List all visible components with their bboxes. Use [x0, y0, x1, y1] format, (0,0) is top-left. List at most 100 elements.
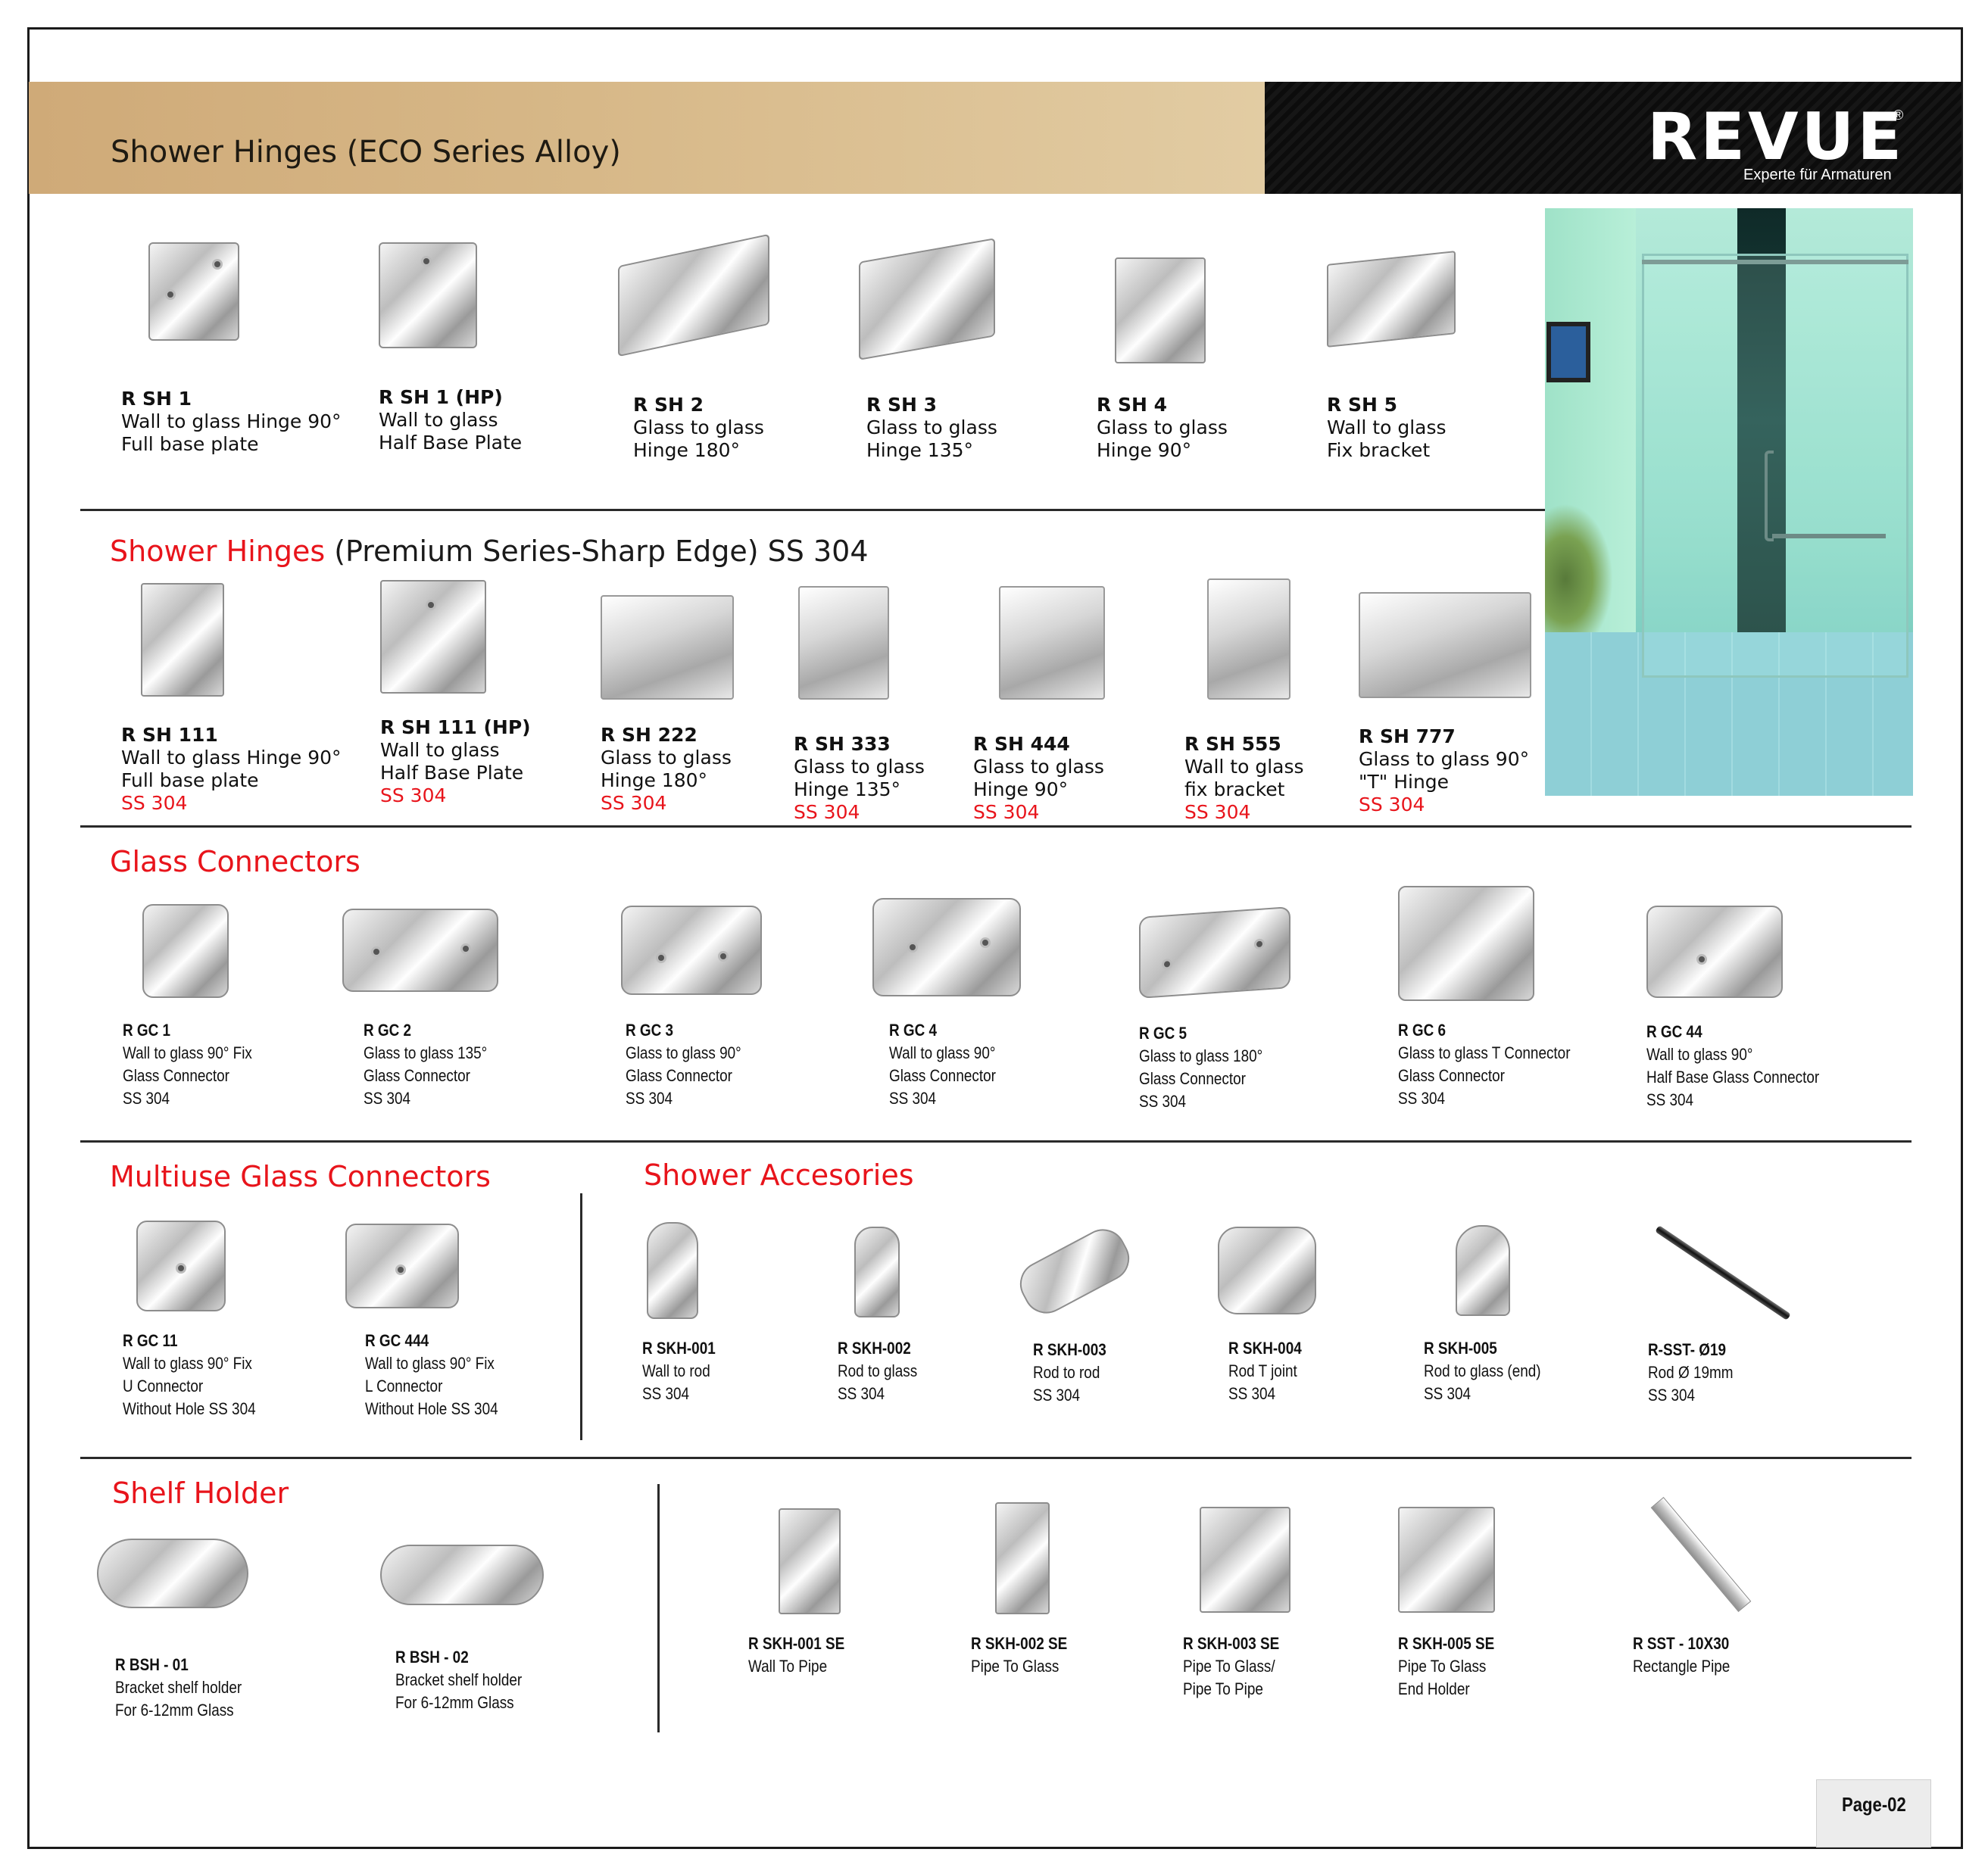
- product-desc: Rod to glass (end): [1424, 1361, 1541, 1380]
- product-desc: Glass to glass 180°: [1139, 1046, 1263, 1065]
- product-desc: End Holder: [1398, 1679, 1470, 1698]
- product-code: R SH 4: [1097, 394, 1167, 416]
- product-code: R SH 333: [794, 733, 891, 755]
- product-grade: SS 304: [1184, 801, 1251, 823]
- product-desc: Glass Connector: [889, 1066, 996, 1085]
- product-code: R GC 11: [123, 1331, 178, 1350]
- product-desc: Hinge 180°: [633, 439, 741, 461]
- product-code: R SH 222: [601, 724, 698, 746]
- product-desc: Fix bracket: [1327, 439, 1431, 461]
- product-code: R SKH-002: [838, 1339, 911, 1358]
- product-desc: Wall to glass Hinge 90°: [121, 747, 342, 769]
- rod-clamp-icon: [854, 1227, 900, 1317]
- section-title-glass-connectors: Glass Connectors: [110, 845, 360, 878]
- product-desc: Wall to glass 90°: [889, 1043, 996, 1062]
- product-desc: Bracket shelf holder: [395, 1670, 523, 1689]
- product-grade: Without Hole SS 304: [365, 1399, 498, 1418]
- hinge-icon: [859, 238, 995, 360]
- product-code: R SH 111: [121, 724, 218, 746]
- product-desc: Glass to glass 135°: [364, 1043, 488, 1062]
- product-desc: Wall to glass 90° Fix: [365, 1354, 495, 1373]
- section-title-multiuse: Multiuse Glass Connectors: [110, 1160, 491, 1193]
- product-desc: Full base plate: [121, 769, 259, 791]
- product-code: R GC 3: [626, 1021, 674, 1040]
- product-r-gc-4: R GC 4 Wall to glass 90° Glass Connector…: [872, 898, 1021, 1110]
- product-grade: SS 304: [1648, 1386, 1696, 1405]
- connector-icon: [1646, 906, 1783, 998]
- product-r-skh-004: R SKH-004 Rod T joint SS 304: [1218, 1227, 1316, 1405]
- connector-icon: [142, 904, 229, 998]
- product-r-sst-19: R-SST- Ø19 Rod Ø 19mm SS 304: [1648, 1225, 1792, 1407]
- product-code: R BSH - 01: [115, 1655, 189, 1674]
- shower-enclosure-photo: [1545, 208, 1913, 796]
- product-code: R GC 4: [889, 1021, 938, 1040]
- rod-icon: [1648, 1225, 1792, 1321]
- product-desc: Wall to glass 90°: [1646, 1045, 1753, 1064]
- product-desc: Wall to glass: [379, 409, 498, 431]
- hinge-icon: [148, 242, 239, 341]
- product-code: R SKH-003: [1033, 1340, 1106, 1359]
- product-desc: Glass to glass: [794, 756, 925, 778]
- product-grade: SS 304: [1228, 1384, 1276, 1403]
- bracket-icon: [1327, 251, 1456, 348]
- divider: [80, 1457, 1912, 1459]
- brand-logo: REVUE: [1647, 99, 1905, 175]
- product-grade: SS 304: [1398, 1089, 1446, 1108]
- product-desc: Half Base Plate: [380, 762, 524, 784]
- product-code: R GC 5: [1139, 1024, 1187, 1043]
- product-r-skh-002-se: R SKH-002 SE Pipe To Glass: [971, 1502, 1083, 1678]
- product-desc: Rod to glass: [838, 1361, 918, 1380]
- product-r-gc-2: R GC 2 Glass to glass 135° Glass Connect…: [342, 909, 507, 1110]
- product-r-gc-5: R GC 5 Glass to glass 180° Glass Connect…: [1139, 906, 1290, 1113]
- product-desc: For 6-12mm Glass: [115, 1701, 234, 1720]
- product-desc: Glass Connector: [364, 1066, 470, 1085]
- product-r-sh-2: R SH 2 Glass to glass Hinge 180°: [618, 233, 769, 462]
- connector-icon: [872, 898, 1021, 996]
- product-desc: Hinge 90°: [1097, 439, 1192, 461]
- product-desc: Pipe To Glass/: [1183, 1657, 1275, 1676]
- product-desc: Glass to glass: [973, 756, 1104, 778]
- product-grade: SS 304: [601, 792, 667, 814]
- product-grade: SS 304: [1646, 1090, 1694, 1109]
- product-code: R SKH-005: [1424, 1339, 1497, 1358]
- product-code: R GC 444: [365, 1331, 429, 1350]
- product-grade: SS 304: [889, 1089, 937, 1108]
- product-code: R SKH-001: [642, 1339, 716, 1358]
- product-code: R SKH-005 SE: [1398, 1634, 1495, 1653]
- connector-icon: [1139, 906, 1290, 999]
- product-r-sh-111-hp: R SH 111 (HP) Wall to glass Half Base Pl…: [380, 580, 531, 807]
- product-r-sh-777: R SH 777 Glass to glass 90° "T" Hinge SS…: [1359, 592, 1531, 816]
- product-grade: SS 304: [380, 784, 447, 806]
- product-r-skh-003: R SKH-003 Rod to rod SS 304: [1012, 1221, 1138, 1407]
- product-grade: SS 304: [1359, 794, 1425, 815]
- product-code: R SKH-002 SE: [971, 1634, 1068, 1653]
- square-clamp-icon: [1200, 1507, 1290, 1613]
- product-desc: Rectangle Pipe: [1633, 1657, 1731, 1676]
- hinge-icon: [1115, 257, 1206, 363]
- product-desc: Half Base Plate: [379, 432, 523, 454]
- page-frame: [27, 27, 1963, 1849]
- product-desc: Half Base Glass Connector: [1646, 1068, 1820, 1087]
- divider: [80, 1140, 1912, 1143]
- product-desc: Wall to rod: [642, 1361, 710, 1380]
- product-code: R GC 1: [123, 1021, 171, 1040]
- product-code: R SH 1: [121, 388, 192, 410]
- product-grade: SS 304: [973, 801, 1040, 823]
- product-r-gc-44: R GC 44 Wall to glass 90° Half Base Glas…: [1646, 906, 1847, 1112]
- product-r-skh-002: R SKH-002 Rod to glass SS 304: [838, 1227, 930, 1405]
- t-hinge-icon: [1359, 592, 1531, 698]
- product-desc: Wall to glass Hinge 90°: [121, 410, 342, 432]
- product-r-sh-3: R SH 3 Glass to glass Hinge 135°: [859, 238, 997, 462]
- end-holder-icon: [1456, 1225, 1510, 1316]
- product-grade: SS 304: [1424, 1384, 1471, 1403]
- product-code: R SH 2: [633, 394, 704, 416]
- hinge-icon: [380, 580, 486, 694]
- product-desc: Hinge 90°: [973, 778, 1069, 800]
- product-desc: Glass to glass: [1097, 416, 1228, 438]
- product-desc: Wall To Pipe: [748, 1657, 828, 1676]
- product-r-gc-11: R GC 11 Wall to glass 90° Fix U Connecto…: [123, 1221, 277, 1420]
- product-grade: SS 304: [838, 1384, 885, 1403]
- product-r-gc-3: R GC 3 Glass to glass 90° Glass Connecto…: [621, 906, 762, 1110]
- product-desc: Wall to glass: [380, 739, 500, 761]
- product-grade: Without Hole SS 304: [123, 1399, 256, 1418]
